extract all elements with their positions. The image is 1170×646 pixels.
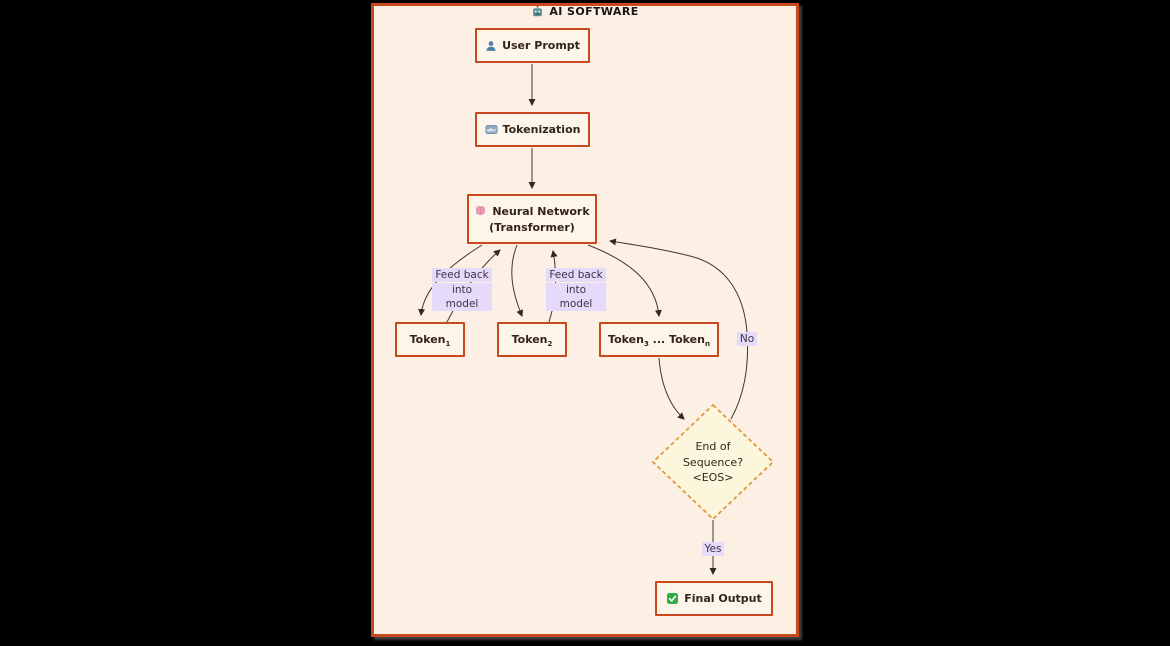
svg-text:abc: abc — [487, 127, 496, 133]
diagram-title: AI SOFTWARE — [371, 5, 799, 18]
node-tokenization: abc Tokenization — [475, 112, 590, 147]
edge-label-no: No — [734, 331, 760, 346]
node-label: Tokenization — [502, 123, 581, 136]
node-neural-network: Neural Network (Transformer) — [467, 194, 597, 244]
abc-keyboard-icon: abc — [485, 123, 498, 136]
node-label: Neural Network — [492, 204, 590, 218]
check-icon — [666, 592, 679, 605]
edge-label-feedback-1: Feed back into model — [432, 267, 492, 311]
node-final-output: Final Output — [655, 581, 773, 616]
robot-icon — [531, 5, 544, 18]
brain-icon — [474, 205, 487, 218]
user-icon — [485, 40, 497, 52]
node-token-1: Token1 — [395, 322, 465, 357]
edge-label-feedback-2: Feed back into model — [546, 267, 606, 311]
node-label: Token2 — [511, 333, 553, 349]
node-eos-decision: End of Sequence? <EOS> — [682, 440, 744, 484]
node-label: Final Output — [684, 592, 762, 605]
node-label: User Prompt — [502, 39, 580, 52]
node-user-prompt: User Prompt — [475, 28, 590, 63]
diagram-title-text: AI SOFTWARE — [549, 5, 639, 18]
node-token-3-to-n: Token3 ... Tokenn — [599, 322, 719, 357]
node-label: Token3 ... Tokenn — [608, 333, 710, 349]
node-token-2: Token2 — [497, 322, 567, 357]
node-sublabel: (Transformer) — [489, 220, 575, 234]
node-label: Token1 — [409, 333, 451, 349]
edge-label-yes: Yes — [699, 541, 727, 556]
